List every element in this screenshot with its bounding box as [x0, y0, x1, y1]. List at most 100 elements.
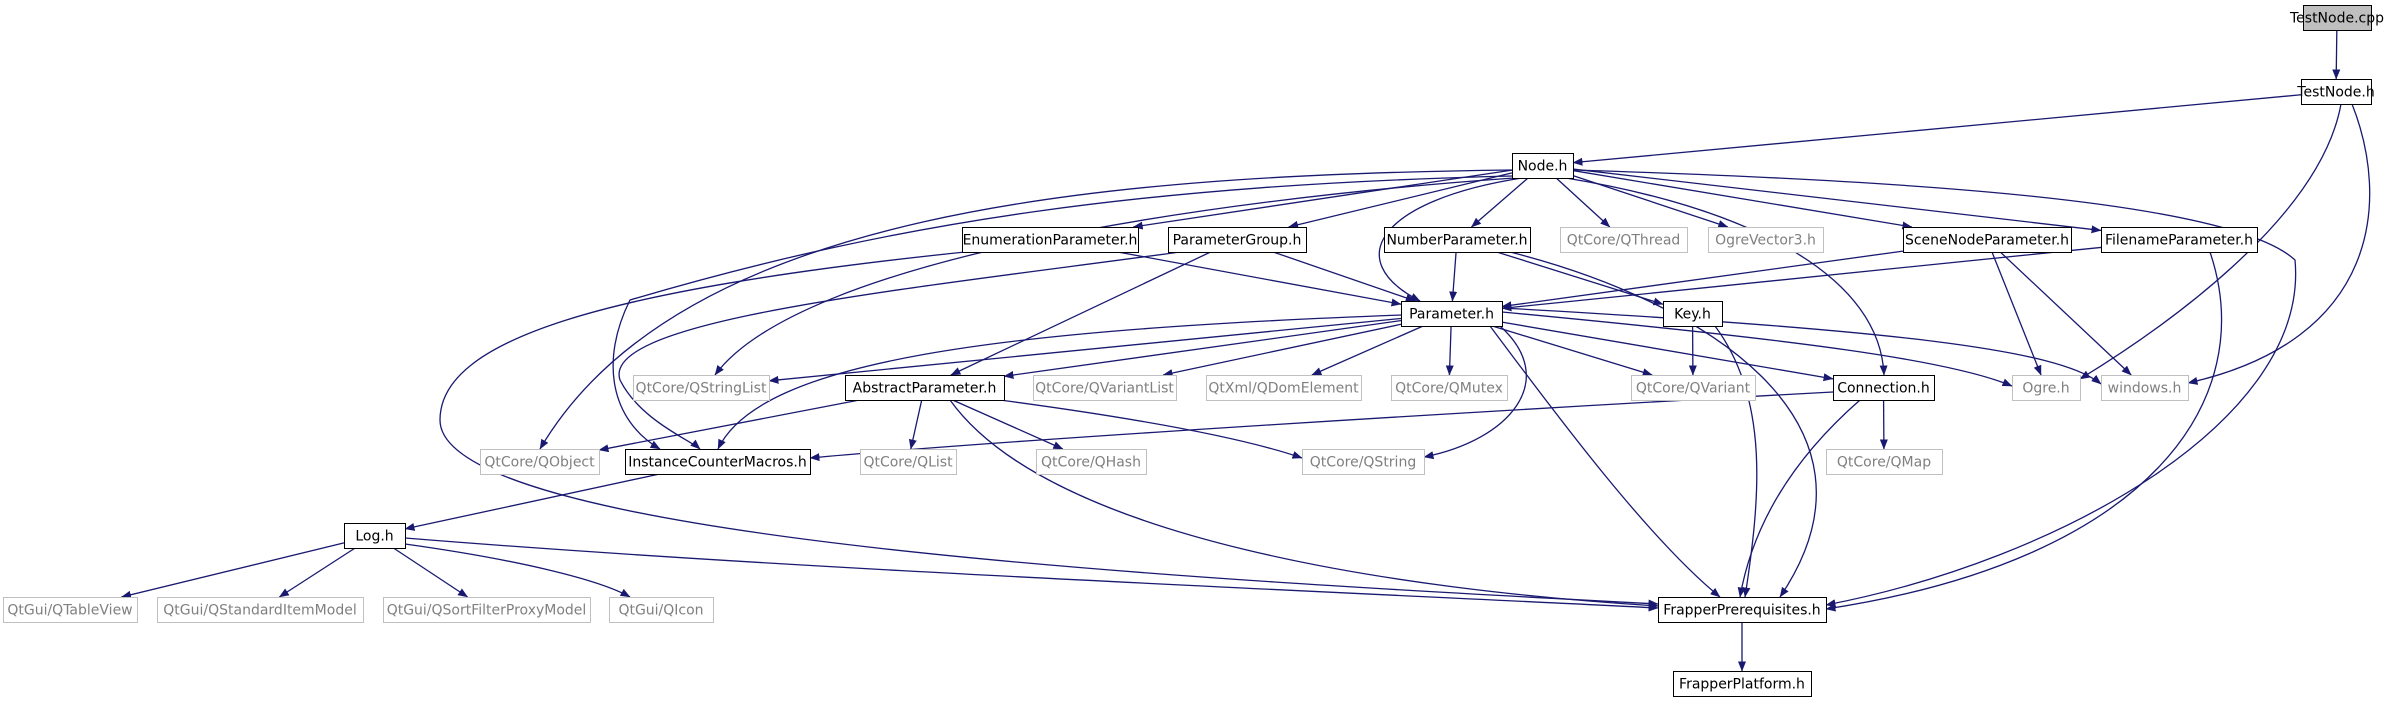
node-abstractparameter-h[interactable]: AbstractParameter.h [845, 375, 1005, 401]
node-label-node-h: Node.h [1518, 159, 1568, 175]
node-label-abstractparameter-h: AbstractParameter.h [853, 381, 997, 397]
node-qtcore-qmutex: QtCore/QMutex [1391, 375, 1508, 401]
node-label-qtcore-qobject: QtCore/QObject [484, 455, 595, 471]
edge-log-h-to-qtgui-qsortfilterproxymodel [393, 547, 468, 598]
node-label-qtcore-qmutex: QtCore/QMutex [1395, 381, 1503, 397]
edge-log-h-to-qtgui-qicon [404, 543, 631, 598]
node-node-h[interactable]: Node.h [1512, 153, 1574, 179]
edge-node-h-to-filenameparameter-h [1572, 168, 2102, 234]
node-instancecountermacros-h[interactable]: InstanceCounterMacros.h [625, 449, 811, 475]
node-box-frapperplatform-h [1673, 671, 1812, 697]
node-box-qtgui-qstandarditemmodel [157, 597, 364, 623]
node-testnode-h[interactable]: TestNode.h [2296, 79, 2375, 105]
node-connection-h[interactable]: Connection.h [1833, 375, 1935, 401]
node-windows-h: windows.h [2101, 375, 2189, 401]
node-box-qtcore-qvariant [1631, 375, 1756, 401]
edge-parameter-h-to-windows-h [1501, 307, 2102, 385]
node-box-qtgui-qsortfilterproxymodel [383, 597, 591, 623]
edge-parametergroup-h-to-abstractparameter-h [950, 251, 1211, 376]
nodes-layer: TestNode.cppTestNode.hNode.hEnumerationP… [3, 5, 2384, 697]
node-label-qtcore-qvariant: QtCore/QVariant [1636, 381, 1751, 397]
node-box-qtcore-qlist [860, 449, 957, 475]
edge-testnode-h-to-node-h [1572, 94, 2302, 166]
node-label-numberparameter-h: NumberParameter.h [1386, 233, 1527, 249]
node-box-qtcore-qmutex [1391, 375, 1508, 401]
node-enumerationparameter-h[interactable]: EnumerationParameter.h [962, 227, 1139, 253]
edge-numberparameter-h-to-parameter-h [1449, 251, 1458, 302]
node-label-ogre-h: Ogre.h [2022, 381, 2069, 397]
node-frapperprerequisites-h[interactable]: FrapperPrerequisites.h [1658, 597, 1827, 623]
node-label-log-h: Log.h [355, 529, 393, 545]
node-frapperplatform-h[interactable]: FrapperPlatform.h [1673, 671, 1812, 697]
node-filenameparameter-h[interactable]: FilenameParameter.h [2101, 227, 2258, 253]
node-qtgui-qicon: QtGui/QIcon [609, 597, 714, 623]
edge-instancecountermacros-h-to-log-h [404, 473, 660, 531]
node-box-log-h [344, 523, 406, 549]
node-label-qtcore-qhash: QtCore/QHash [1041, 455, 1141, 471]
node-label-parameter-h: Parameter.h [1409, 307, 1494, 323]
edge-filenameparameter-h-to-parameter-h [1501, 246, 2102, 312]
node-label-instancecountermacros-h: InstanceCounterMacros.h [628, 455, 806, 471]
node-scenenodeparameter-h[interactable]: SceneNodeParameter.h [1903, 227, 2072, 253]
edge-parameter-h-to-qtcore-qvariant [1492, 325, 1653, 377]
node-label-windows-h: windows.h [2108, 381, 2182, 397]
node-label-qtcore-qthread: QtCore/QThread [1567, 233, 1681, 249]
node-label-qtgui-qicon: QtGui/QIcon [618, 603, 703, 619]
node-box-qtcore-qmap [1826, 449, 1943, 475]
node-box-instancecountermacros-h [625, 449, 811, 475]
node-parametergroup-h[interactable]: ParameterGroup.h [1168, 227, 1307, 253]
node-qtcore-qlist: QtCore/QList [860, 449, 957, 475]
edge-scenenodeparameter-h-to-ogre-h [1991, 251, 2042, 376]
edge-parameter-h-to-abstractparameter-h [1003, 319, 1402, 379]
edge-node-h-to-qtcore-qobject [539, 169, 1513, 450]
edge-parameter-h-to-qtcore-qstring [1423, 325, 1527, 460]
node-qtcore-qthread: QtCore/QThread [1560, 227, 1688, 253]
node-key-h[interactable]: Key.h [1663, 301, 1723, 327]
edge-node-h-to-qtcore-qstringlist [714, 177, 1515, 376]
edge-log-h-to-frapperprerequisites-h [404, 537, 1659, 612]
node-label-qtcore-qmap: QtCore/QMap [1837, 455, 1931, 471]
edge-node-h-to-instancecountermacros-h [612, 175, 1513, 450]
edge-connection-h-to-instancecountermacros-h [809, 391, 1834, 462]
edge-parameter-h-to-ogre-h [1501, 311, 2013, 387]
node-qtcore-qstringlist: QtCore/QStringList [633, 375, 770, 401]
edge-testnode-h-to-windows-h [2187, 103, 2371, 385]
node-label-filenameparameter-h: FilenameParameter.h [2105, 233, 2253, 249]
node-label-qtgui-qsortfilterproxymodel: QtGui/QSortFilterProxyModel [387, 603, 587, 619]
edge-numberparameter-h-to-frapperprerequisites-h [1509, 251, 1817, 598]
edges-layer [120, 29, 2371, 672]
node-label-scenenodeparameter-h: SceneNodeParameter.h [1905, 233, 2069, 249]
node-label-qtgui-qtableview: QtGui/QTableView [7, 603, 132, 619]
node-qtxml-qdomelement: QtXml/QDomElement [1206, 375, 1362, 401]
node-log-h[interactable]: Log.h [344, 523, 406, 549]
edge-node-h-to-enumerationparameter-h [1132, 169, 1513, 230]
node-ogre-h: Ogre.h [2012, 375, 2081, 401]
node-box-qtcore-qthread [1560, 227, 1688, 253]
node-label-frapperprerequisites-h: FrapperPrerequisites.h [1663, 603, 1820, 619]
node-box-abstractparameter-h [845, 375, 1005, 401]
node-box-node-h [1512, 153, 1574, 179]
edge-parameter-h-to-qtcore-qvariantlist [1162, 323, 1402, 377]
edge-node-h-to-parametergroup-h [1288, 172, 1513, 229]
edge-enumerationparameter-h-to-parameter-h [1117, 251, 1402, 307]
edge-testnode-h-to-ogre-h [2079, 103, 2342, 380]
node-ogrevector3-h: OgreVector3.h [1708, 227, 1824, 253]
node-label-testnode-cpp: TestNode.cpp [2289, 11, 2384, 27]
edge-scenenodeparameter-h-to-parameter-h [1501, 250, 1904, 310]
node-parameter-h[interactable]: Parameter.h [1401, 301, 1503, 327]
edge-parameter-h-to-connection-h [1501, 321, 1834, 382]
node-qtgui-qsortfilterproxymodel: QtGui/QSortFilterProxyModel [383, 597, 591, 623]
node-box-frapperprerequisites-h [1658, 597, 1827, 623]
node-box-windows-h [2101, 375, 2189, 401]
node-testnode-cpp[interactable]: TestNode.cpp [2289, 5, 2384, 31]
edge-key-h-to-frapperprerequisites-h [1714, 325, 1758, 598]
edge-parameter-h-to-qtcore-qstringlist [768, 317, 1402, 384]
edge-parametergroup-h-to-parameter-h [1273, 251, 1416, 302]
edge-abstractparameter-h-to-qtcore-qhash [952, 399, 1064, 450]
node-numberparameter-h[interactable]: NumberParameter.h [1384, 227, 1531, 253]
edge-log-h-to-qtgui-qtableview [120, 542, 345, 599]
node-box-filenameparameter-h [2101, 227, 2258, 253]
edge-parametergroup-h-to-instancecountermacros-h [618, 251, 1181, 450]
